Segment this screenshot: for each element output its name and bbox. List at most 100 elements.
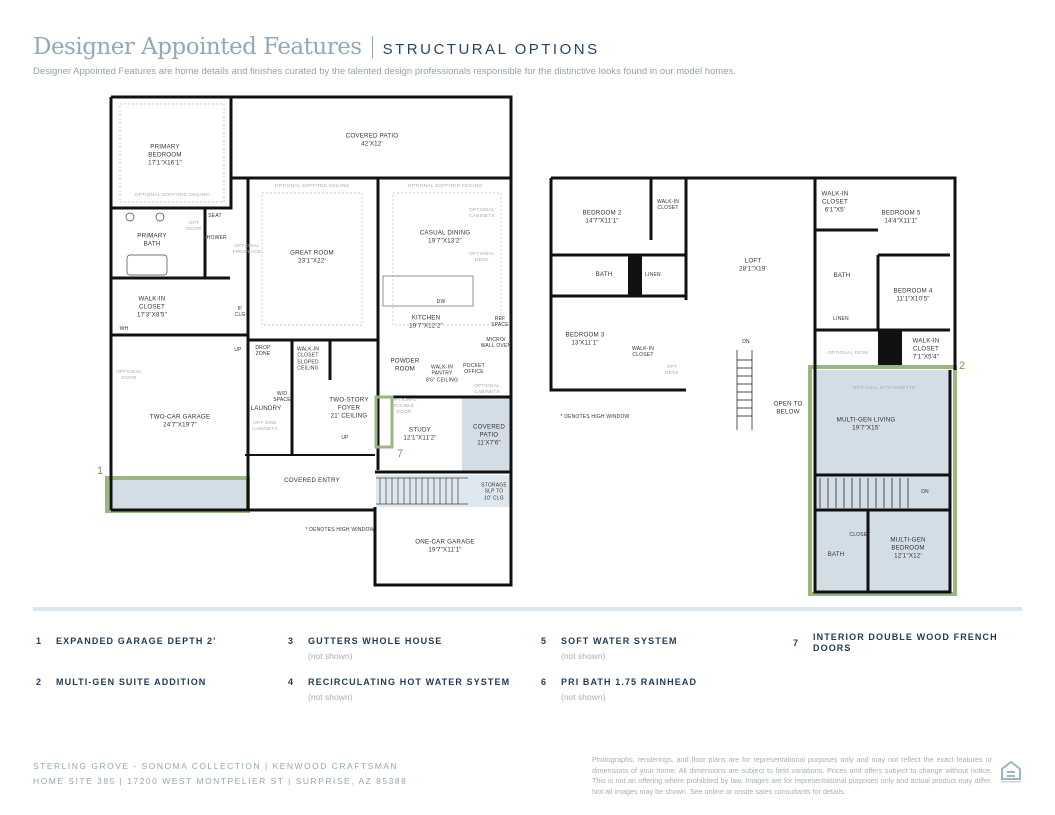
room-walk-in-closet: WALK-IN CLOSET 17'3"X8'5" [136,295,168,318]
high-window-note: * DENOTES HIGH WINDOW [305,526,375,533]
micro-wall-oven-label: MICRO/ WALL OVEN [480,336,512,349]
callout-1: 1 [97,465,104,477]
optional-soffited-ceiling: OPTIONAL SOFFITED CEILING [134,193,210,199]
room-walk-in-closet: WALK-IN CLOSET [656,198,680,211]
community-line: STERLING GROVE - SONOMA COLLECTION | KEN… [33,761,399,771]
room-kitchen: KITCHEN 19'7"X12'2" [409,314,443,329]
option-number: 1 [36,636,43,646]
room-one-car-garage: ONE-CAR GARAGE 19'7"X11'1" [415,538,475,553]
page-subtitle: STRUCTURAL OPTIONS [382,41,600,58]
room-pocket-office: POCKET OFFICE [463,362,485,375]
option-note: (not shown) [308,651,353,661]
room-covered-entry: COVERED ENTRY [284,477,340,485]
optional-double-door: OPTIONAL DOUBLE DOOR [391,398,417,415]
option-note: (not shown) [561,692,606,702]
stair-down-label: DN [742,338,750,345]
first-floor-walls [105,95,513,587]
room-walk-in-closet-5: WALK-IN CLOSET 6'1"X5' [821,190,849,213]
optional-fireplace: OPTIONAL FIREPLACE [232,244,262,255]
option-number: 7 [793,638,800,649]
open-to-below: OPEN TO BELOW [773,400,803,415]
room-loft: LOFT 28'1"X19' [739,257,767,272]
room-linen: LINEN [645,271,661,278]
room-great-room: GREAT ROOM 23'1"X22' [290,249,334,264]
room-bath: BATH [595,271,613,279]
option-number: 3 [288,636,295,646]
optional-soffited-ceiling: OPTIONAL SOFFITED CEILING [407,184,483,190]
room-bedroom-4: BEDROOM 4 11'1"X10'5" [893,287,933,302]
room-storage: STORAGE SLP TO 10' CLG [481,482,507,502]
stair-down-label: DN [921,488,929,495]
option-7-door-highlight [374,395,394,449]
room-laundry: LAUNDRY [250,405,282,413]
disclaimer: Photographs, renderings, and floor plans… [592,755,992,796]
stair-up-label: UP [234,346,242,353]
optional-cabinets: OPTIONAL CABINETS [474,384,500,395]
room-walk-in-pantry: WALK-IN PANTRY 8'6" CEILING [425,364,459,384]
option-number: 5 [541,636,548,646]
option-item: 3 GUTTERS WHOLE HOUSE [288,636,442,647]
section-divider [33,607,1022,611]
callout-2: 2 [959,360,966,372]
option-item: 1 EXPANDED GARAGE DEPTH 2' [36,636,216,647]
room-bedroom-5: BEDROOM 5 14'4"X11'1" [881,209,921,224]
room-powder-room: POWDER ROOM [390,357,420,372]
optional-garage-door: OPTIONAL DOOR [116,370,142,381]
option-label: PRI BATH 1.75 RAINHEAD [561,677,698,687]
option-label: EXPANDED GARAGE DEPTH 2' [56,636,217,646]
room-linen: LINEN [833,315,849,322]
option-1-garage-highlight [105,476,250,513]
water-heater-label: WH [119,325,129,332]
option-label: SOFT WATER SYSTEM [561,636,678,646]
optional-desk: OPTIONAL DESK [469,252,495,263]
option-note: (not shown) [561,651,606,661]
wd-space: W/D SPACE [273,390,291,403]
room-drop-zone: DROP ZONE [255,344,271,357]
room-closet: CLOSET [849,531,871,538]
option-item: 2 MULTI-GEN SUITE ADDITION [36,677,206,688]
floor-plans [105,95,957,596]
high-window-note: * DENOTES HIGH WINDOW [560,413,630,420]
option-number: 2 [36,677,43,687]
room-casual-dining: CASUAL DINING 19'7"X13'2" [419,229,471,244]
option-label: GUTTERS WHOLE HOUSE [308,636,443,646]
optional-cabinets: OPTIONAL CABINETS [469,208,495,219]
room-covered-patio: COVERED PATIO 42'X12' [345,132,399,147]
ref-space-label: REF SPACE [491,315,509,328]
page-header: Designer Appointed Features STRUCTURAL O… [33,34,600,60]
option-note: (not shown) [308,692,353,702]
room-two-car-garage: TWO-CAR GARAGE 24'7"X19'7" [149,413,211,428]
room-bath: BATH [833,272,851,280]
room-primary-bedroom: PRIMARY BEDROOM 17'1"X16'1" [148,143,182,166]
room-bedroom-3: BEDROOM 3 13'X11'1" [565,331,605,346]
room-covered-patio-small: COVERED PATIO 11'X7'6" [473,423,505,446]
option-item: 6 PRI BATH 1.75 RAINHEAD [541,677,697,688]
room-primary-bath: PRIMARY BATH [137,232,167,247]
room-study: STUDY 12'1"X11'2" [403,426,437,441]
room-bath: BATH [827,551,845,559]
seat-label: SEAT [208,212,222,219]
optional-desk: OPT DESK [665,365,679,376]
option-item: 5 SOFT WATER SYSTEM [541,636,678,647]
option-label: INTERIOR DOUBLE WOOD FRENCH DOORS [813,632,998,654]
option-item: 7 INTERIOR DOUBLE WOOD FRENCH DOORS [793,632,998,655]
optional-door: OPT DOOR [186,221,202,232]
stair-up-label: UP [341,434,349,441]
optional-sink-cabinets: OPT SINK CABINETS [252,421,278,432]
second-floor-walls [549,176,957,596]
option-label: RECIRCULATING HOT WATER SYSTEM [308,677,511,687]
title-divider [371,36,373,58]
page-description: Designer Appointed Features are home det… [33,66,736,77]
room-multi-gen-bedroom: MULTI-GEN BEDROOM 12'1"X12' [890,536,926,559]
optional-desk: OPTIONAL DESK [827,351,869,357]
option-label: MULTI-GEN SUITE ADDITION [56,677,207,687]
page-title: Designer Appointed Features [33,34,362,60]
option-number: 6 [541,677,548,687]
equal-housing-icon [1001,760,1021,783]
shower-label: SHOWER [203,234,227,241]
optional-soffited-ceiling: OPTIONAL SOFFITED CEILING [274,184,350,190]
callout-7: 7 [397,448,404,460]
room-walk-in-closet-4: WALK-IN CLOSET 7'1"X5'4" [912,337,940,360]
room-bedroom-2: BEDROOM 2 14'7"X11'1" [582,209,622,224]
